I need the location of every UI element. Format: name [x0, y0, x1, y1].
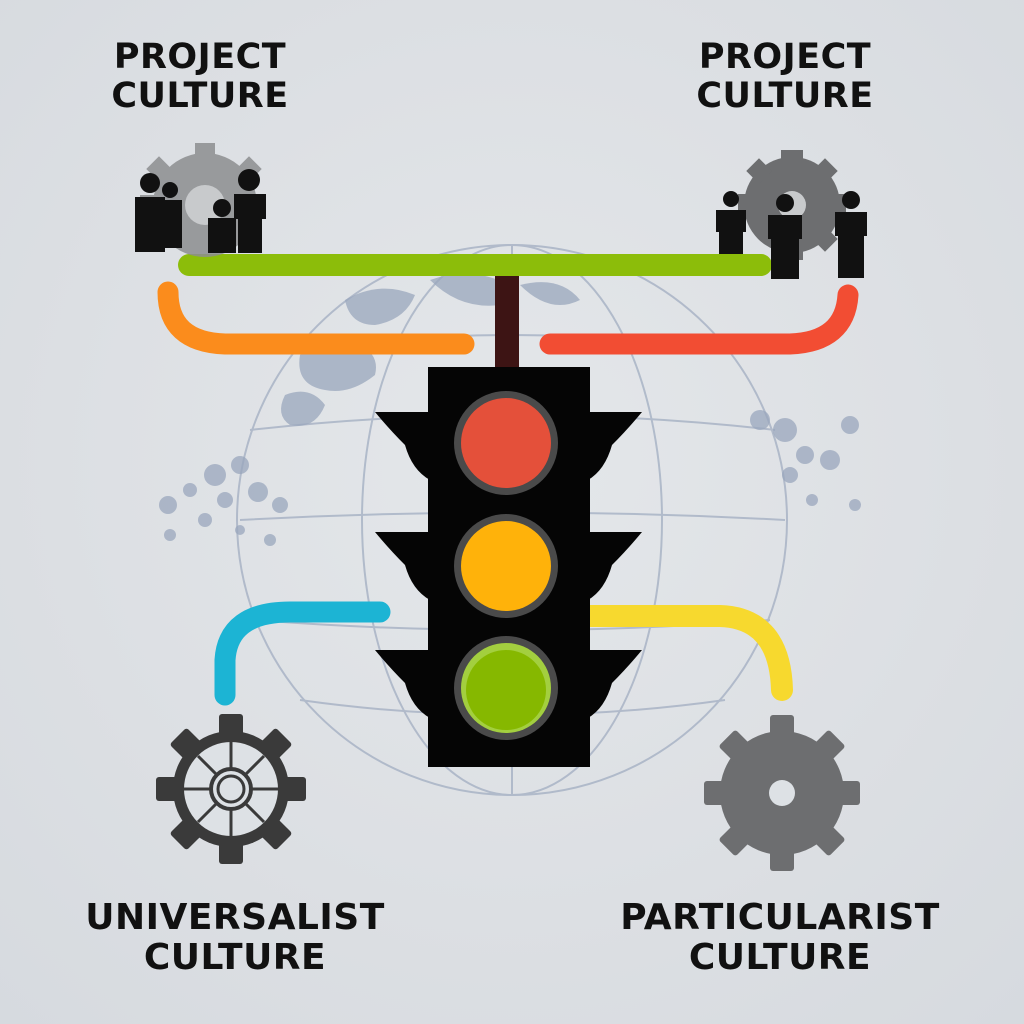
label-top-left: PROJECT CULTURE: [80, 37, 320, 117]
traffic-light-pole: [495, 276, 519, 370]
label-top-right-line1: PROJECT: [698, 37, 872, 77]
label-bottom-right: PARTICULARIST CULTURE: [610, 897, 950, 979]
people-gear-icon-right: [716, 150, 867, 279]
connector-orange: [157, 281, 475, 355]
connector-yellow: [579, 605, 793, 701]
people-gear-icon-left: [135, 143, 266, 257]
label-bottom-right-line2: CULTURE: [688, 937, 872, 979]
label-top-right: PROJECT CULTURE: [665, 37, 905, 117]
connector-blue: [214, 601, 391, 706]
label-top-right-line2: CULTURE: [696, 76, 874, 117]
label-bottom-right-line1: PARTICULARIST: [620, 897, 940, 938]
traffic-light-icon: [375, 367, 642, 767]
label-bottom-left: UNIVERSALIST CULTURE: [70, 897, 400, 979]
label-top-left-line1: PROJECT: [113, 37, 287, 77]
label-bottom-left-line2: CULTURE: [143, 937, 327, 979]
label-top-left-line2: CULTURE: [111, 76, 289, 117]
label-bottom-left-line1: UNIVERSALIST: [85, 897, 385, 938]
top-bar: [178, 254, 772, 276]
wheel-gear-icon: [156, 714, 306, 864]
connector-red: [539, 284, 859, 355]
gear-icon: [704, 715, 860, 871]
